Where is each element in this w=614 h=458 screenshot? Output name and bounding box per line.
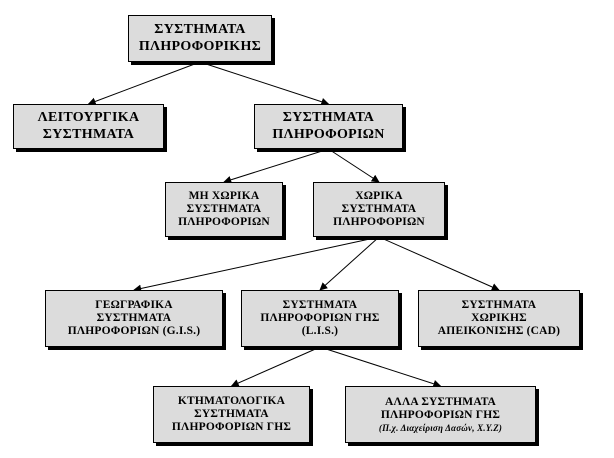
edge-root-to-information-systems [199, 61, 330, 106]
node-other-lis-line-1: ΑΛΛΑ ΣΥΣΤΗΜΑΤΑ [385, 396, 496, 409]
node-cad-line-3: ΑΠΕΙΚΟΝΙΣΗΣ (CAD) [437, 325, 561, 338]
node-cad-line-2: ΧΩΡΙΚΗΣ [471, 311, 527, 324]
node-cadastral-line-2: ΣΥΣΤΗΜΑΤΑ [194, 407, 269, 420]
node-non-spatial-line-1: ΜΗ ΧΩΡΙΚΑ [188, 189, 260, 202]
node-lis: ΣΥΣΤΗΜΑΤΑ ΠΛΗΡΟΦΟΡΙΩΝ ΓΗΣ (L.I.S.) [241, 290, 399, 347]
node-information-systems-line-2: ΠΛΗΡΟΦΟΡΙΩΝ [272, 126, 385, 142]
edge-lis-to-other-lis [319, 346, 442, 388]
node-non-spatial: ΜΗ ΧΩΡΙΚΑ ΣΥΣΤΗΜΑΤΑ ΠΛΗΡΟΦΟΡΙΩΝ [165, 182, 283, 237]
node-root-line-1: ΣΥΣΤΗΜΑΤΑ [154, 22, 246, 38]
node-spatial-line-3: ΠΛΗΡΟΦΟΡΙΩΝ [333, 216, 425, 229]
edge-lis-to-cadastral [230, 346, 321, 387]
node-non-spatial-line-2: ΣΥΣΤΗΜΑΤΑ [186, 202, 262, 215]
node-spatial-line-1: ΧΩΡΙΚΑ [355, 189, 403, 202]
node-cadastral-line-3: ΠΛΗΡΟΦΟΡΙΩΝ ΓΗΣ [171, 421, 292, 434]
node-other-lis: ΑΛΛΑ ΣΥΣΤΗΜΑΤΑ ΠΛΗΡΟΦΟΡΙΩΝ ΓΗΣ (Π.χ. Δια… [345, 386, 536, 443]
node-gis-line-2: ΣΥΣΤΗΜΑΤΑ [96, 311, 172, 324]
node-lis-line-3: (L.I.S.) [301, 325, 339, 338]
node-operating-systems: ΛΕΙΤΟΥΡΓΙΚΑ ΣΥΣΤΗΜΑΤΑ [13, 104, 164, 149]
node-gis-line-3: ΠΛΗΡΟΦΟΡΙΩΝ (G.I.S.) [67, 325, 201, 338]
node-operating-systems-line-1: ΛΕΙΤΟΥΡΓΙΚΑ [37, 110, 140, 126]
node-cadastral: ΚΤΗΜΑΤΟΛΟΓΙΚΑ ΣΥΣΤΗΜΑΤΑ ΠΛΗΡΟΦΟΡΙΩΝ ΓΗΣ [153, 386, 310, 443]
node-lis-line-2: ΠΛΗΡΟΦΟΡΙΩΝ ΓΗΣ [260, 311, 380, 324]
node-spatial: ΧΩΡΙΚΑ ΣΥΣΤΗΜΑΤΑ ΠΛΗΡΟΦΟΡΙΩΝ [313, 182, 445, 237]
node-cadastral-line-1: ΚΤΗΜΑΤΟΛΟΓΙΚΑ [177, 394, 286, 407]
edge-spatial-to-gis [133, 236, 380, 293]
node-non-spatial-line-3: ΠΛΗΡΟΦΟΡΙΩΝ [178, 216, 270, 229]
node-information-systems: ΣΥΣΤΗΜΑΤΑ ΠΛΗΡΟΦΟΡΙΩΝ [254, 104, 403, 149]
edge-information-systems-to-non-spatial [223, 148, 329, 184]
node-lis-line-1: ΣΥΣΤΗΜΑΤΑ [282, 298, 358, 311]
node-cad: ΣΥΣΤΗΜΑΤΑ ΧΩΡΙΚΗΣ ΑΠΕΙΚΟΝΙΣΗΣ (CAD) [418, 290, 580, 347]
edge-spatial-to-cad [378, 236, 500, 291]
node-other-lis-line-2: ΠΛΗΡΟΦΟΡΙΩΝ ΓΗΣ [380, 409, 501, 422]
edge-information-systems-to-spatial [328, 148, 380, 183]
edge-root-to-operating-systems [87, 61, 201, 106]
node-spatial-line-2: ΣΥΣΤΗΜΑΤΑ [341, 202, 417, 215]
node-gis: ΓΕΩΓΡΑΦΙΚΑ ΣΥΣΤΗΜΑΤΑ ΠΛΗΡΟΦΟΡΙΩΝ (G.I.S.… [45, 290, 223, 347]
node-gis-line-1: ΓΕΩΓΡΑΦΙΚΑ [95, 298, 173, 311]
node-root-line-2: ΠΛΗΡΟΦΟΡΙΚΗΣ [138, 38, 262, 54]
node-operating-systems-line-2: ΣΥΣΤΗΜΑΤΑ [42, 126, 135, 142]
node-other-lis-note: (Π.χ. Διαχείριση Δασών, X.Y.Z) [378, 422, 503, 433]
node-information-systems-line-1: ΣΥΣΤΗΜΑΤΑ [282, 110, 375, 126]
edge-spatial-to-lis [319, 236, 380, 291]
node-root: ΣΥΣΤΗΜΑΤΑ ΠΛΗΡΟΦΟΡΙΚΗΣ [128, 15, 272, 62]
node-cad-line-1: ΣΥΣΤΗΜΑΤΑ [461, 298, 537, 311]
